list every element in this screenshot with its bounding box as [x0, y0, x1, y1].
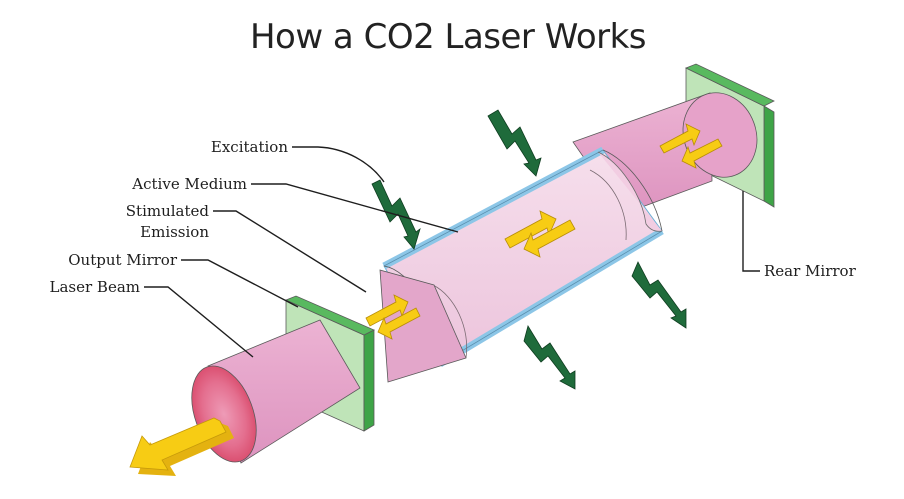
- label-active-medium: Active Medium: [131, 175, 247, 193]
- output-mirror-leader: [181, 259, 299, 308]
- laser-output-arrow-icon: [129, 417, 234, 476]
- laser-beam-leader: [144, 286, 254, 358]
- label-output-mirror: Output Mirror: [68, 251, 178, 269]
- active-medium-leader: [251, 183, 459, 233]
- label-excitation: Excitation: [211, 138, 288, 156]
- leader-lines: [144, 146, 760, 358]
- label-stimulated-emission-line1: Stimulated: [126, 202, 210, 220]
- label-laser-beam: Laser Beam: [50, 278, 140, 296]
- label-stimulated-emission-line2: Emission: [140, 223, 209, 241]
- excitation-leader: [292, 146, 385, 183]
- rear-mirror-leader: [742, 191, 760, 272]
- active-medium-tube: [382, 146, 664, 368]
- photon-arrow-icon: [365, 123, 723, 340]
- label-rear-mirror: Rear Mirror: [764, 262, 857, 280]
- stimulated-emission-leader: [213, 210, 367, 293]
- page-title: How a CO2 Laser Works: [250, 17, 646, 57]
- front-beam-segment: [379, 269, 467, 383]
